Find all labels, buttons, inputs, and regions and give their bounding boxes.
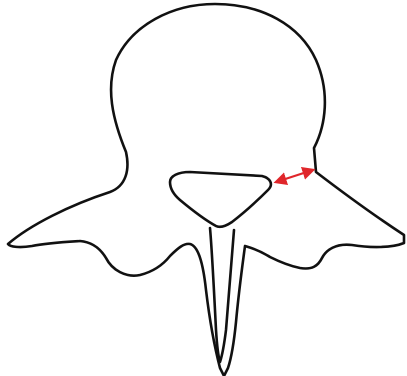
- vertebra-outline: [8, 4, 404, 376]
- spinal-canal: [170, 172, 271, 227]
- double-headed-arrow-icon: [276, 170, 313, 182]
